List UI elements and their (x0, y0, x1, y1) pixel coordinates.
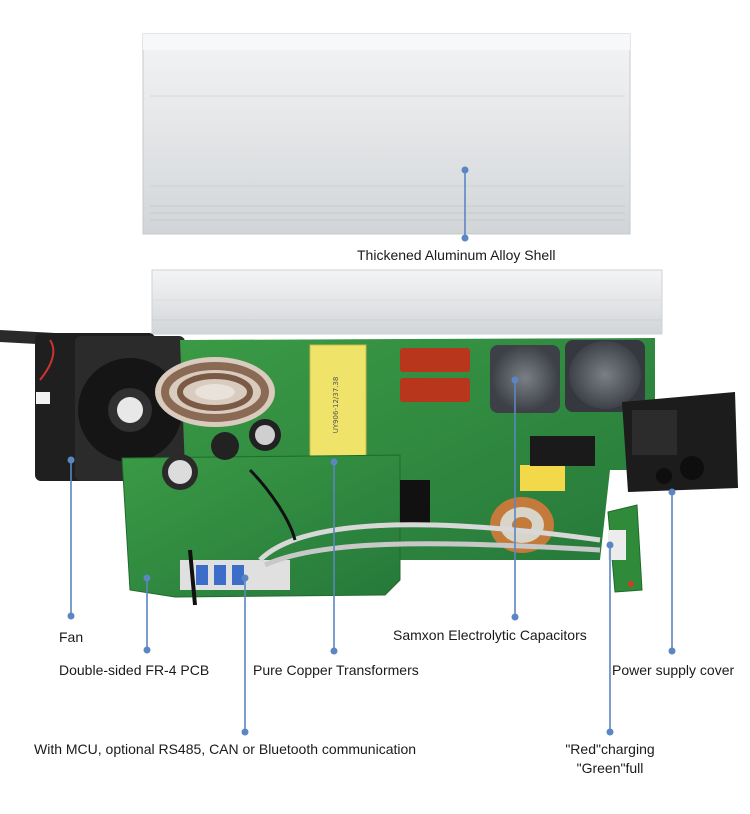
yellow-transformer: UY906-12/37.38 (309, 344, 367, 464)
inductor-coil (155, 357, 275, 427)
label-power-supply-cover: Power supply cover (612, 662, 735, 678)
label-led-full: "Green"full (576, 760, 644, 776)
label-samxon-capacitors: Samxon Electrolytic Capacitors (393, 627, 587, 643)
label-fr4-pcb: Double-sided FR-4 PCB (59, 662, 210, 678)
electrolytic-capacitors (490, 340, 645, 413)
fan-left (0, 330, 185, 481)
label-aluminum-shell: Thickened Aluminum Alloy Shell (357, 247, 556, 263)
label-copper-transformers: Pure Copper Transformers (253, 662, 419, 678)
aluminum-shell-top (142, 33, 631, 235)
led-indicator-board (607, 504, 643, 593)
label-led-charging: "Red"charging (565, 741, 655, 757)
svg-text:UY906-12/37.38: UY906-12/37.38 (332, 377, 340, 434)
film-capacitors (400, 348, 470, 402)
callout-lines (67, 166, 676, 736)
label-fan: Fan (59, 629, 84, 645)
cables (188, 468, 601, 606)
power-supply-cover (622, 392, 738, 492)
aluminum-heatsink (151, 269, 663, 335)
label-mcu-communication: With MCU, optional RS485, CAN or Bluetoo… (34, 741, 417, 757)
